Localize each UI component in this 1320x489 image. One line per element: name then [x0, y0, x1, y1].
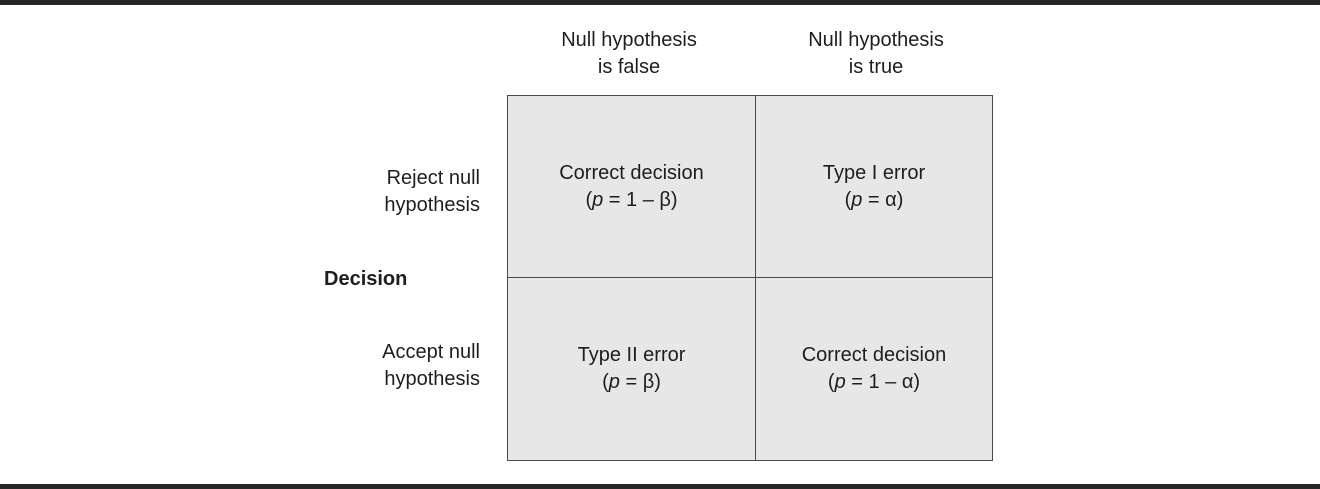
decision-axis-label: Decision	[324, 268, 408, 290]
cell-reject-true: Type I error (p = α)	[756, 96, 992, 278]
top-rule	[0, 0, 1320, 5]
row-label-line: Reject null	[386, 167, 480, 189]
probability-symbol: p	[608, 371, 620, 393]
cell-reject-false: Correct decision (p = 1 – β)	[508, 96, 756, 278]
cell-title: Correct decision	[801, 344, 947, 366]
cell-probability: (p = α)	[844, 188, 904, 211]
column-header-line: is false	[597, 56, 661, 78]
cell-probability: (p = β)	[602, 371, 661, 393]
cell-probability: (p = 1 – α)	[827, 371, 921, 393]
cell-title: Type II error	[577, 344, 686, 366]
column-header-line: Null hypothesis	[808, 29, 944, 51]
column-header-line: Null hypothesis	[561, 29, 697, 51]
probability-expression: = 1 – α	[845, 371, 914, 393]
column-header-line: is true	[848, 56, 904, 78]
row-label-line: hypothesis	[384, 194, 480, 216]
cell-accept-false: Type II error (p = β)	[508, 278, 756, 460]
probability-expression: = β	[619, 371, 655, 393]
row-label-accept: Accept null hypothesis	[300, 339, 480, 393]
decision-matrix: Correct decision (p = 1 – β) Type I erro…	[507, 95, 993, 461]
cell-title: Correct decision	[559, 161, 704, 184]
probability-expression: = α	[862, 188, 897, 211]
cell-probability: (p = 1 – β)	[585, 188, 678, 211]
probability-symbol: p	[851, 188, 863, 211]
column-header-null-false: Null hypothesis is false	[509, 27, 749, 81]
probability-symbol: p	[834, 371, 846, 393]
probability-symbol: p	[592, 188, 604, 211]
cell-accept-true: Correct decision (p = 1 – α)	[756, 278, 992, 460]
column-header-null-true: Null hypothesis is true	[756, 27, 996, 81]
row-label-line: Accept null	[382, 341, 480, 363]
row-label-line: hypothesis	[384, 368, 480, 390]
bottom-rule	[0, 484, 1320, 489]
cell-title: Type I error	[822, 161, 926, 184]
probability-expression: = 1 – β	[603, 188, 671, 211]
row-label-reject: Reject null hypothesis	[300, 165, 480, 219]
